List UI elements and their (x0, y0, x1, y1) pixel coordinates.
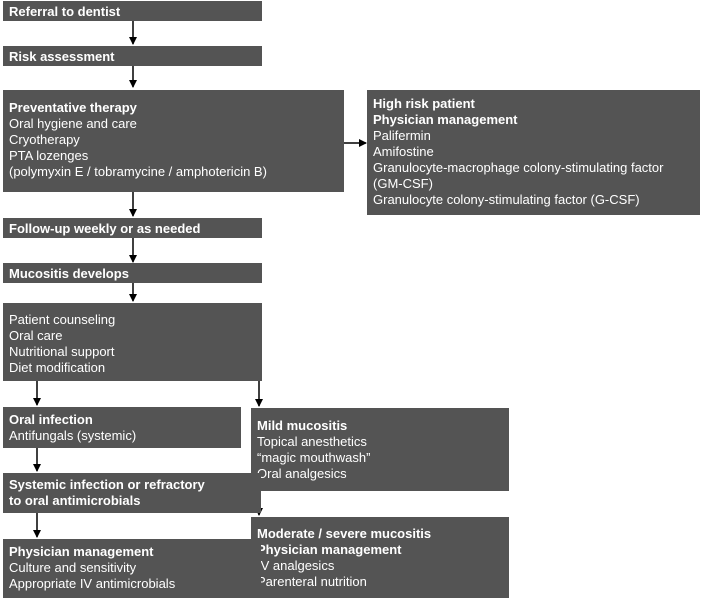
physician-management-line: Appropriate IV antimicrobials (9, 576, 176, 591)
high-risk-line: Amifostine (373, 144, 434, 159)
counseling-line: Patient counseling (9, 312, 116, 327)
high-risk-line: Granulocyte colony-stimulating factor (G… (373, 192, 640, 207)
preventative-line: PTA lozenges (9, 148, 89, 163)
oral-infection-title: Oral infection (9, 412, 93, 427)
moderate-severe-box: Moderate / severe mucositis Physician ma… (251, 517, 509, 598)
high-risk-subtitle: Physician management (373, 112, 518, 127)
oral-infection-box: Oral infection Antifungals (systemic) (3, 407, 241, 448)
physician-management-title: Physician management (9, 544, 154, 559)
counseling-line: Oral care (9, 328, 63, 343)
preventative-title: Preventative therapy (9, 100, 137, 115)
moderate-severe-line: IV analgesics (257, 558, 335, 573)
counseling-box: Patient counseling Oral care Nutritional… (3, 303, 262, 381)
followup-box: Follow-up weekly or as needed (3, 218, 262, 238)
preventative-line: (polymyxin E / tobramycine / amphoterici… (9, 164, 267, 179)
counseling-line: Diet modification (9, 360, 106, 375)
mild-mucositis-line: Oral analgesics (257, 466, 347, 481)
risk-assessment-title: Risk assessment (9, 49, 115, 64)
systemic-infection-title: Systemic infection or refractory (9, 477, 205, 492)
systemic-infection-title-line2: to oral antimicrobials (9, 493, 141, 508)
physician-management-line: Culture and sensitivity (9, 560, 137, 575)
moderate-severe-subtitle: Physician management (257, 542, 402, 557)
high-risk-box: High risk patient Physician management P… (367, 90, 700, 215)
mild-mucositis-box: Mild mucositis Topical anesthetics “magi… (251, 408, 509, 491)
preventative-therapy-box: Preventative therapy Oral hygiene and ca… (3, 90, 344, 192)
high-risk-line: Palifermin (373, 128, 431, 143)
moderate-severe-title: Moderate / severe mucositis (257, 526, 432, 541)
risk-assessment-box: Risk assessment (3, 46, 262, 66)
preventative-line: Oral hygiene and care (9, 116, 137, 131)
mild-mucositis-line: “magic mouthwash” (257, 450, 371, 465)
preventative-line: Cryotherapy (9, 132, 80, 147)
mild-mucositis-line: Topical anesthetics (257, 434, 367, 449)
physician-management-box: Physician management Culture and sensiti… (3, 539, 261, 598)
oral-infection-line: Antifungals (systemic) (9, 428, 137, 443)
mild-mucositis-title: Mild mucositis (257, 418, 348, 433)
high-risk-line: (GM-CSF) (373, 176, 433, 191)
high-risk-line: Granulocyte-macrophage colony-stimulatin… (373, 160, 664, 175)
referral-title: Referral to dentist (9, 4, 121, 19)
followup-title: Follow-up weekly or as needed (9, 221, 201, 236)
high-risk-title: High risk patient (373, 96, 475, 111)
counseling-line: Nutritional support (9, 344, 115, 359)
systemic-infection-box: Systemic infection or refractory to oral… (3, 473, 261, 513)
moderate-severe-line: Parenteral nutrition (257, 574, 367, 589)
referral-box: Referral to dentist (3, 1, 262, 21)
mucositis-develops-title: Mucositis develops (9, 266, 129, 281)
mucositis-develops-box: Mucositis develops (3, 263, 262, 283)
